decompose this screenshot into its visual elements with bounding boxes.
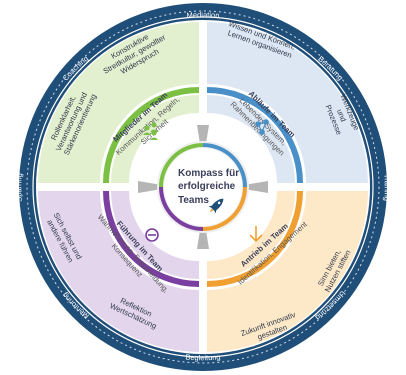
arc-band-purple bbox=[103, 190, 200, 287]
pastel-band-green bbox=[111, 95, 200, 184]
center-ring-purple bbox=[159, 186, 204, 231]
top-right-side-line-2: und bbox=[335, 108, 348, 123]
outer-ring-inner-line bbox=[32, 16, 374, 358]
compass-icon bbox=[145, 228, 159, 242]
center-ring-green bbox=[159, 143, 204, 188]
ring-label-left: Sparring bbox=[14, 173, 24, 202]
svg-text:Sparring: Sparring bbox=[14, 173, 24, 202]
people-icon bbox=[143, 122, 158, 140]
svg-text:Begleitung: Begleitung bbox=[185, 352, 221, 362]
arc-band-green bbox=[103, 87, 200, 184]
svg-text:Training: Training bbox=[382, 174, 392, 202]
gray-bar-right bbox=[244, 181, 268, 193]
ring-label-bottom: Begleitung bbox=[185, 352, 221, 362]
ring-label-right: Training bbox=[382, 174, 392, 202]
axis-bar-right bbox=[268, 183, 368, 191]
center-ring-blue bbox=[202, 143, 247, 188]
axis-bar-left bbox=[38, 183, 138, 191]
network-icon bbox=[255, 119, 269, 135]
pastel-band-blue bbox=[206, 95, 295, 184]
pastel-band-orange bbox=[206, 190, 295, 279]
arc-band-blue bbox=[206, 87, 303, 184]
center-title-line-3: Teams bbox=[178, 195, 209, 206]
rocket-icon bbox=[208, 198, 224, 214]
outer-ring-dashes bbox=[26, 10, 380, 364]
axis-bar-bottom bbox=[199, 252, 207, 352]
center-title-line-1: Kompass für bbox=[178, 168, 239, 179]
arrow-down-icon bbox=[249, 226, 263, 243]
center-ring-orange bbox=[202, 186, 247, 231]
arc-band-orange bbox=[206, 190, 303, 287]
axis-bar-top bbox=[199, 22, 207, 122]
center-title-line-2: erfolgreiche bbox=[178, 181, 236, 192]
gray-bar-left bbox=[138, 181, 162, 193]
pastel-band-purple bbox=[111, 190, 200, 279]
center-disc bbox=[164, 148, 242, 226]
